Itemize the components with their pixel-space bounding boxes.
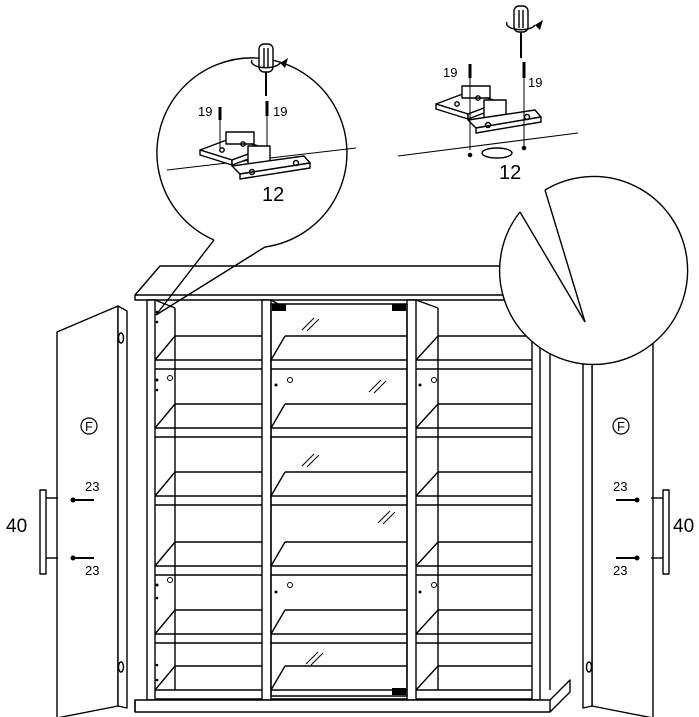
door-mark-left-label: F — [85, 419, 93, 434]
handle-left — [39, 489, 58, 575]
shelf-depth-edge — [415, 403, 439, 429]
shelf-depth-edge — [415, 541, 439, 567]
shelf-depth-edge — [270, 471, 286, 497]
shelf-depth-edge — [415, 609, 439, 635]
handle-left-label: 40 — [6, 516, 27, 537]
screw-19-right-b-label: 19 — [528, 75, 542, 90]
handle-screw-right-top — [616, 497, 640, 503]
hinge-cup-hole — [481, 147, 513, 159]
glass-reflection-marks — [301, 317, 396, 666]
shelf-pin-holes — [155, 310, 437, 682]
handle-screw-left-top — [70, 497, 94, 503]
handle-right-label: 40 — [673, 516, 694, 537]
handle-screw-left-bottom-label: 23 — [85, 563, 99, 578]
right-door: F 23 23 40 — [582, 305, 694, 717]
cabinet-side-right — [531, 299, 541, 701]
shelf-depth-edge — [270, 609, 286, 635]
shelf-depth-edge — [270, 403, 286, 429]
hinge-bracket-right — [435, 85, 542, 134]
shelf-depth-edge — [415, 471, 439, 497]
screw-19-right-a — [467, 64, 473, 158]
partition-left — [261, 299, 272, 701]
handle-screw-right-bottom-label: 23 — [613, 563, 627, 578]
glass-clip-bottom-right — [392, 688, 406, 695]
handle-screw-right-top-label: 23 — [613, 479, 627, 494]
door-mark-right-label: F — [617, 419, 625, 434]
hinge-plate-right-label: 12 — [499, 162, 521, 184]
handle-screw-left-bottom — [70, 555, 94, 561]
shelf-depth-edge — [154, 335, 176, 361]
door-mark-left — [80, 417, 98, 435]
glass-door — [270, 303, 408, 697]
hinge-cup-left-bottom — [117, 661, 125, 673]
screw-19-left-b-label: 19 — [273, 104, 287, 119]
cabinet-side-left — [146, 299, 156, 701]
glass-clip-top-right — [392, 304, 406, 311]
shelf-depth-edge — [415, 335, 439, 361]
shelves — [154, 335, 532, 700]
shelf-depth-edge — [270, 335, 286, 361]
callout-left: 19 19 12 — [155, 43, 357, 316]
partition-right — [406, 299, 417, 701]
glass-clip-top-left — [272, 304, 286, 311]
hinge-plate-left-label: 12 — [262, 184, 284, 206]
callout-right: 19 19 12 — [397, 5, 689, 366]
handle-right — [651, 489, 670, 575]
handle-screw-left-top-label: 23 — [85, 479, 99, 494]
screwdriver-icon — [250, 43, 288, 96]
hinge-cup-left-top — [117, 332, 125, 344]
shelf-depth-edge — [415, 665, 439, 691]
screw-19-left-a-label: 19 — [198, 104, 212, 119]
cabinet — [134, 265, 571, 713]
handle-screw-right-bottom — [616, 555, 640, 561]
shelf-depth-edge — [270, 541, 286, 567]
hinge-cup-right-bottom — [585, 661, 593, 673]
shelf-depth-edge — [154, 665, 176, 691]
door-mark-right — [612, 417, 630, 435]
shelf-depth-edge — [154, 403, 176, 429]
screw-19-right-a-label: 19 — [443, 65, 457, 80]
shelf-depth-edge — [154, 609, 176, 635]
screwdriver-icon — [505, 5, 543, 58]
screw-19-right-b — [521, 62, 527, 151]
left-door: F 23 23 40 — [6, 305, 128, 717]
shelf-depth-edge — [154, 541, 176, 567]
shelf-depth-edge — [154, 471, 176, 497]
shelf-depth-edge — [270, 665, 286, 691]
hinge-bracket-left — [199, 131, 311, 180]
